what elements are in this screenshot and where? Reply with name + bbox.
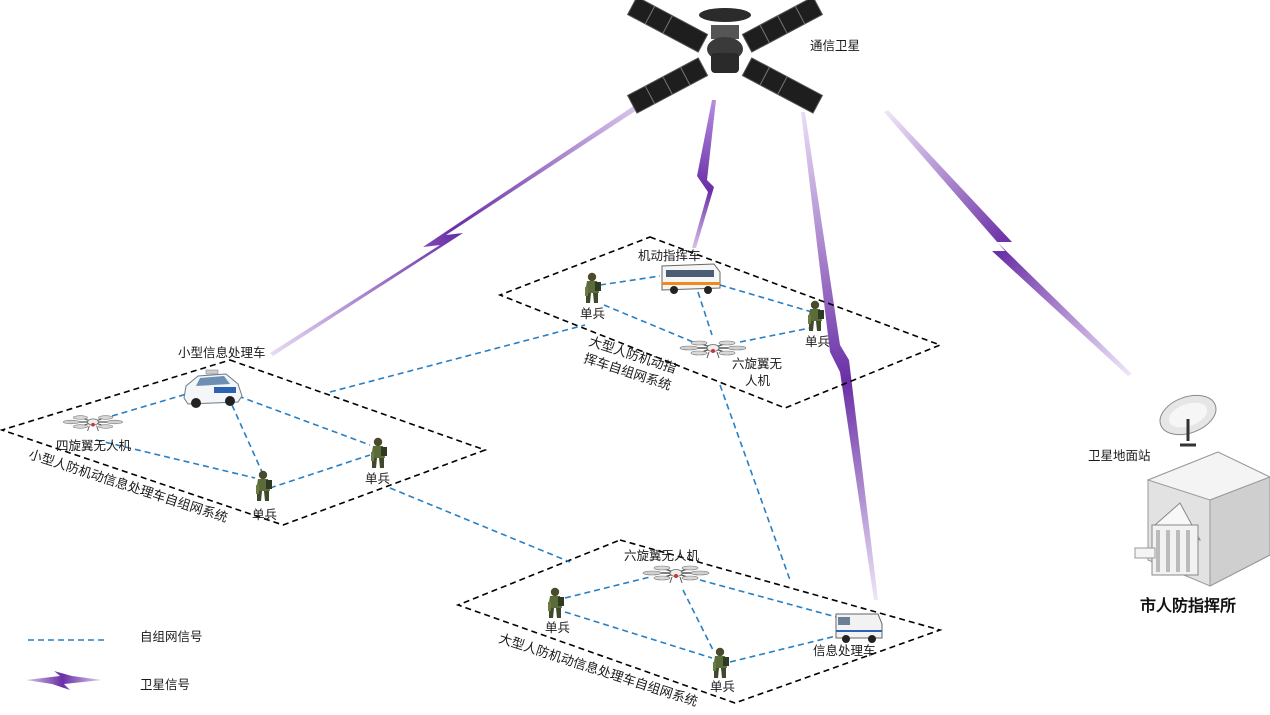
small-info-vehicle-label: 小型信息处理车 — [178, 345, 266, 360]
small-soldier2-label: 单兵 — [365, 471, 390, 486]
quadrotor-drone-icon — [62, 415, 124, 432]
command-soldier2-label: 单兵 — [805, 334, 830, 349]
large-drone-label: 六旋翼无人机 — [624, 548, 700, 563]
small-info-vehicle-icon — [183, 369, 243, 408]
zone-large-border — [455, 539, 943, 704]
zone-small-border — [0, 359, 488, 526]
soldier-icon — [548, 587, 564, 618]
legend: 自组网信号 卫星信号 — [26, 629, 203, 692]
mesh-signal-links — [95, 275, 841, 663]
soldier-icon — [713, 647, 729, 678]
command-drone-label-line2: 人机 — [745, 373, 771, 388]
command-drone-label-line1: 六旋翼无 — [732, 356, 782, 371]
satellite-dish-icon — [1159, 394, 1217, 447]
satellite-label: 通信卫星 — [810, 38, 860, 53]
info-van-icon — [835, 613, 883, 643]
satellite-signal-to-small-vehicle — [270, 103, 643, 356]
satellite-signal-to-command-vehicle — [692, 100, 716, 248]
small-soldier1-label: 单兵 — [252, 507, 277, 522]
large-soldier1-label: 单兵 — [545, 620, 570, 635]
zone-large-title: 大型人防机动信息处理车自组网系统 — [497, 631, 700, 710]
hexrotor-drone-icon — [642, 565, 710, 584]
command-soldier1-label: 单兵 — [580, 306, 605, 321]
hq-building-icon — [1134, 451, 1270, 587]
legend-satellite-swatch — [26, 671, 102, 690]
satellite-icon — [626, 0, 824, 114]
legend-satellite-label: 卫星信号 — [140, 677, 190, 692]
quadrotor-drone-label: 四旋翼无人机 — [56, 438, 132, 453]
ground-station-label: 卫星地面站 — [1088, 448, 1151, 463]
command-bus-icon — [661, 263, 721, 294]
zone-command-border — [497, 236, 943, 409]
satellite-signal-to-info-vehicle — [801, 112, 878, 600]
large-soldier2-label: 单兵 — [710, 679, 735, 694]
legend-mesh-label: 自组网信号 — [140, 629, 203, 644]
command-vehicle-label: 机动指挥车 — [638, 248, 701, 263]
soldier-icon — [371, 437, 387, 468]
zone-small-title: 小型人防机动信息处理车自组网系统 — [27, 447, 230, 526]
hq-label: 市人防指挥所 — [1140, 596, 1236, 615]
soldier-icon — [585, 272, 601, 303]
soldier-icon — [256, 470, 272, 501]
satellite-signal-links — [270, 100, 1132, 600]
satellite-signal-to-ground-station — [884, 110, 1132, 376]
soldier-icon — [808, 300, 824, 331]
info-vehicle-label: 信息处理车 — [813, 643, 876, 658]
